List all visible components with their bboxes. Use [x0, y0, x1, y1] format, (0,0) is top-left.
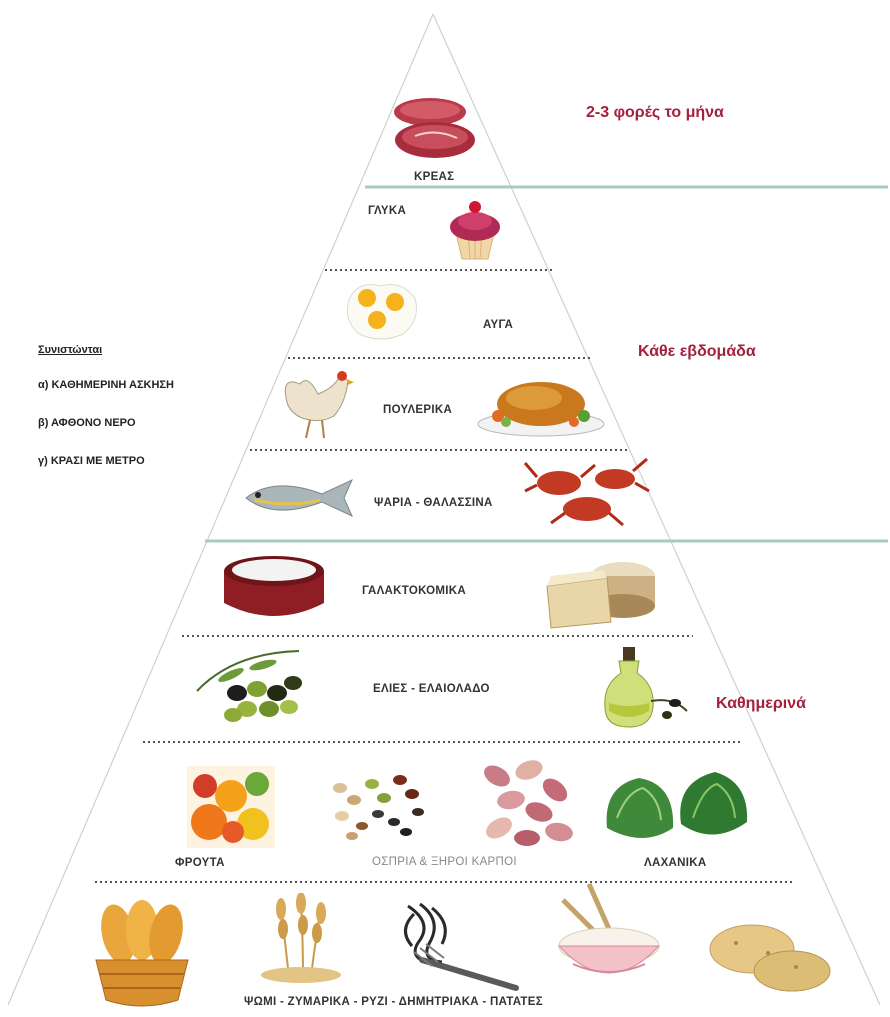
label-sweets: ΓΛΥΚΑ	[368, 205, 406, 217]
recommendation-item: β) ΑΦΘΟΝΟ ΝΕΡΟ	[38, 417, 174, 429]
eggs-icon	[343, 276, 421, 344]
label-fish: ΨΑΡΙΑ - ΘΑΛΑΣΣΙΝΑ	[374, 497, 493, 509]
label-meat: ΚΡΕΑΣ	[414, 171, 454, 183]
label-grains: ΨΩΜΙ - ΖΥΜΑΡΙΚΑ - ΡΥΖΙ - ΔΗΜΗΤΡΙΑΚΑ - ΠΑ…	[244, 996, 543, 1008]
bread-basket-icon	[90, 900, 195, 1010]
label-poultry: ΠΟΥΛΕΡΙΚΑ	[383, 404, 452, 416]
rice-bowl-icon	[553, 880, 668, 995]
frequency-monthly: 2-3 φορές το μήνα	[586, 104, 724, 122]
cheese-icon	[545, 552, 660, 630]
meat-icon	[385, 92, 485, 164]
label-vegetables: ΛΑΧΑΝΙΚΑ	[644, 857, 706, 869]
fish-icon	[240, 474, 358, 522]
label-eggs: ΑΥΓΑ	[483, 319, 513, 331]
recommendations: Συνιστώνται α) ΚΑΘΗΜΕΡΙΝΗ ΑΣΚΗΣΗ β) ΑΦΘΟ…	[38, 344, 174, 493]
frequency-daily: Καθημερινά	[716, 695, 806, 713]
potatoes-icon	[706, 915, 836, 997]
lettuce-icon	[603, 768, 753, 848]
recommendations-heading: Συνιστώνται	[38, 344, 174, 356]
label-legumes: ΟΣΠΡΙΑ & ΞΗΡΟΙ ΚΑΡΠΟΙ	[372, 856, 517, 868]
legumes-nuts-icon	[330, 770, 434, 842]
olive-oil-bottle-icon	[597, 645, 689, 731]
pasta-fork-icon	[392, 900, 522, 992]
wheat-icon	[245, 893, 347, 985]
label-olives: ΕΛΙΕΣ - ΕΛΑΙΟΛΑΔΟ	[373, 683, 490, 695]
recommendation-item: α) ΚΑΘΗΜΕΡΙΝΗ ΑΣΚΗΣΗ	[38, 379, 174, 391]
beans-icon	[475, 756, 577, 848]
seafood-icon	[523, 453, 653, 529]
cupcake-icon	[444, 197, 506, 262]
chicken-icon	[278, 368, 354, 440]
label-dairy: ΓΑΛΑΚΤΟΚΟΜΙΚΑ	[362, 585, 466, 597]
fruits-icon	[187, 766, 275, 848]
label-fruits: ΦΡΟΥΤΑ	[175, 857, 225, 869]
olives-icon	[193, 645, 311, 725]
dairy-pot-icon	[220, 553, 328, 627]
roast-turkey-icon	[476, 370, 606, 438]
frequency-weekly: Κάθε εβδομάδα	[638, 343, 756, 361]
recommendation-item: γ) ΚΡΑΣΙ ΜΕ ΜΕΤΡΟ	[38, 455, 174, 467]
